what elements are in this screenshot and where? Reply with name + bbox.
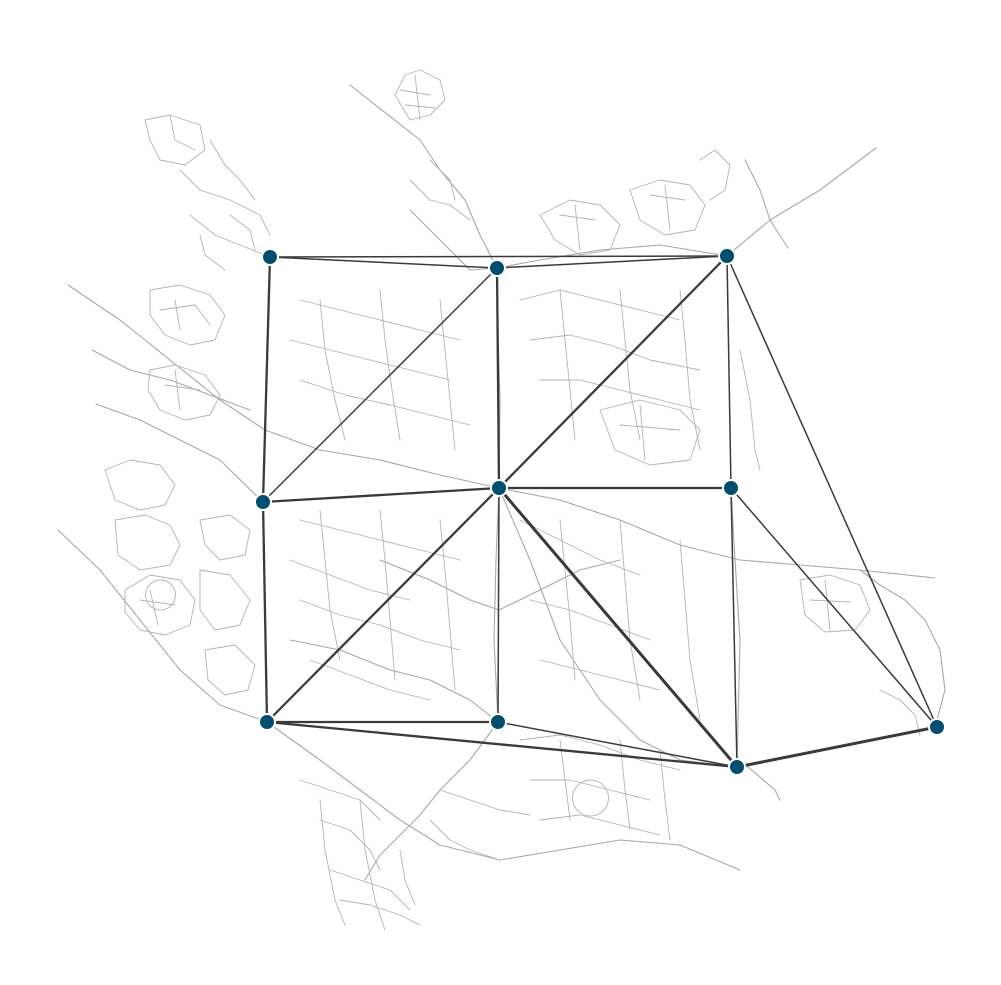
edge-n4-n5 xyxy=(261,486,501,504)
network-edges xyxy=(261,254,939,769)
edge-n2-n3 xyxy=(496,255,728,269)
edge-n3-n10 xyxy=(726,255,938,728)
edge-n7-n9 xyxy=(265,720,739,769)
edge-n4-n7 xyxy=(261,500,269,724)
edge-n3-n5 xyxy=(497,254,729,490)
node-marker-n4[interactable] xyxy=(254,493,272,511)
node-marker-n9[interactable] xyxy=(728,758,746,776)
edge-n6-n10 xyxy=(730,487,938,728)
edge-n9-n10 xyxy=(735,725,939,769)
network-nodes xyxy=(254,247,946,776)
edge-n8-n9 xyxy=(497,721,738,768)
node-marker-n3[interactable] xyxy=(718,247,736,265)
edge-n1-n3 xyxy=(269,255,728,258)
node-marker-n1[interactable] xyxy=(261,248,279,266)
node-marker-n6[interactable] xyxy=(722,479,740,497)
node-marker-n5[interactable] xyxy=(490,479,508,497)
street-network xyxy=(57,69,946,931)
node-marker-n7[interactable] xyxy=(258,713,276,731)
node-marker-n8[interactable] xyxy=(489,713,507,731)
edge-n2-n4 xyxy=(262,267,498,503)
edge-n1-n2 xyxy=(269,256,498,269)
edge-n6-n9 xyxy=(730,487,738,768)
edge-n3-n6 xyxy=(726,255,732,489)
edge-n5-n9 xyxy=(497,486,739,769)
edge-n5-n7 xyxy=(265,486,501,724)
node-marker-n2[interactable] xyxy=(488,259,506,277)
edge-n1-n4 xyxy=(261,255,272,504)
node-marker-n10[interactable] xyxy=(928,718,946,736)
edge-n5-n8 xyxy=(497,487,500,723)
edge-n2-n5 xyxy=(495,266,501,490)
